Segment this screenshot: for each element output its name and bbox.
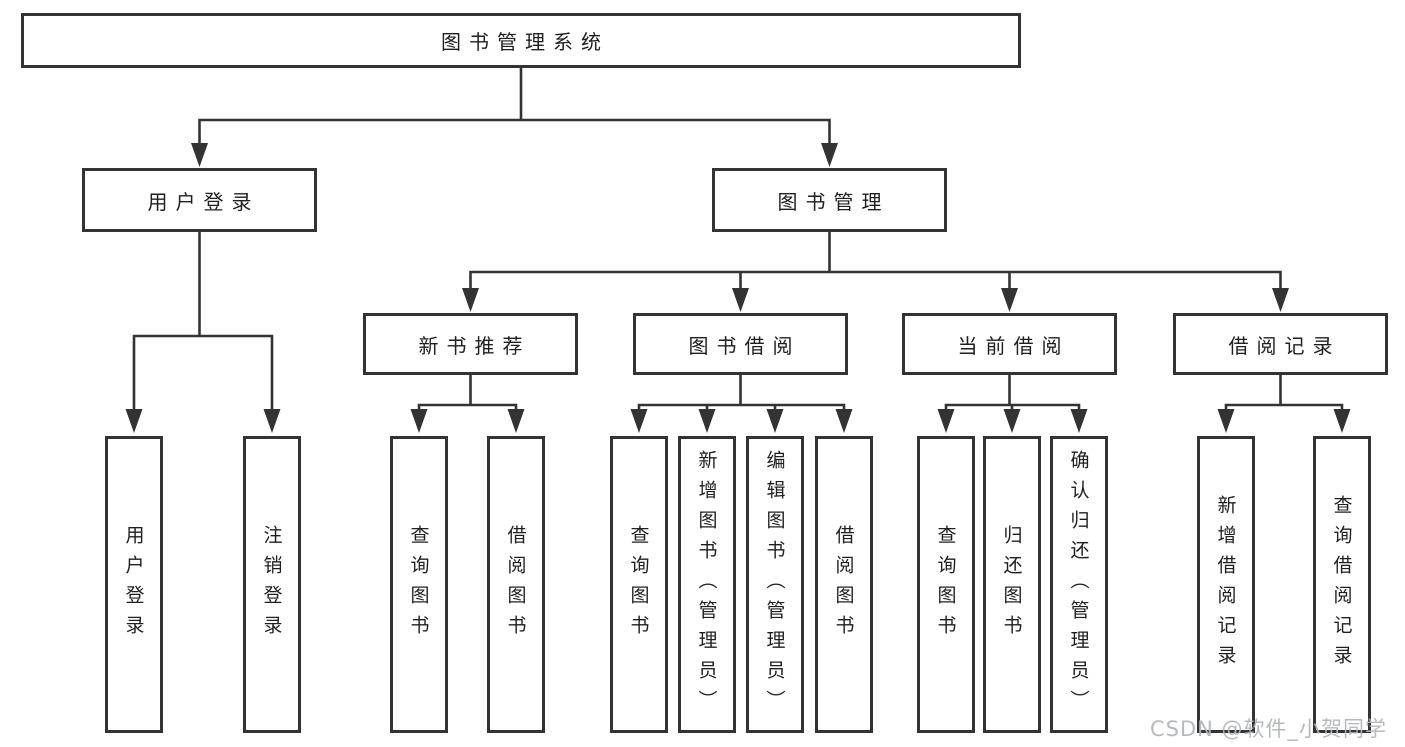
connector-borrowing-records <box>1217 373 1351 433</box>
node-book-management: 图书管理 <box>712 168 947 232</box>
connector-current-borrowing <box>937 373 1088 433</box>
watermark-csdn: CSDN @软件_小贺同学 <box>1150 717 1388 741</box>
node-leaf-add-borrow-record: 新增借阅记录 <box>1197 436 1255 733</box>
node-leaf-query-borrow-record: 查询借阅记录 <box>1313 436 1371 733</box>
node-leaf-confirm-return-admin: 确认归还（管理员） <box>1050 436 1108 733</box>
connector-root <box>191 66 838 167</box>
node-leaf-query-books-current: 查询图书 <box>917 436 975 733</box>
connector-book-borrowing <box>630 373 853 433</box>
connector-new-book-recommend <box>410 373 525 433</box>
node-leaf-add-books-admin: 新增图书（管理员） <box>678 436 736 733</box>
node-library-system: 图书管理系统 <box>21 13 1021 68</box>
node-leaf-query-books-recommend: 查询图书 <box>390 436 448 733</box>
node-leaf-logout: 注销登录 <box>243 436 301 733</box>
connector-book-management <box>462 230 1289 312</box>
node-leaf-query-books-borrowing: 查询图书 <box>610 436 668 733</box>
node-borrowing-records: 借阅记录 <box>1173 313 1388 375</box>
node-leaf-borrow-books-borrowing: 借阅图书 <box>815 436 873 733</box>
node-new-book-recommend: 新书推荐 <box>363 313 578 375</box>
node-leaf-borrow-books-recommend: 借阅图书 <box>487 436 545 733</box>
node-leaf-user-login: 用户登录 <box>105 436 163 733</box>
node-leaf-return-books: 归还图书 <box>983 436 1041 733</box>
node-user-login: 用户登录 <box>82 168 317 232</box>
node-leaf-edit-books-admin: 编辑图书（管理员） <box>746 436 804 733</box>
node-current-borrowing: 当前借阅 <box>902 313 1117 375</box>
connector-user-login <box>125 230 281 433</box>
node-book-borrowing: 图书借阅 <box>633 313 848 375</box>
